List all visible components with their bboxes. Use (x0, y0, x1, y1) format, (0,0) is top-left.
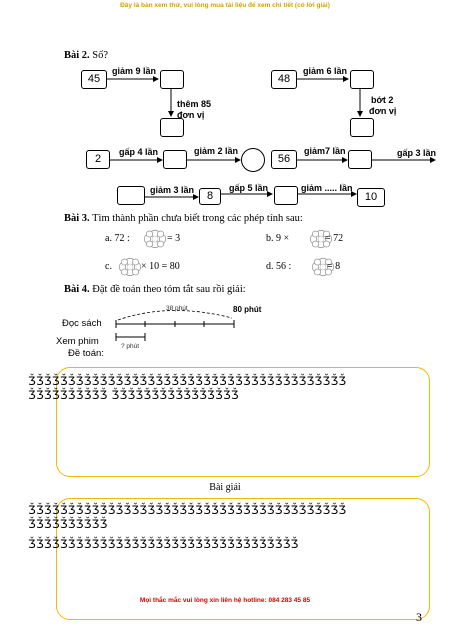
bai4-prompt: Đặt đề toán theo tóm tắt sau rồi giải: (92, 284, 246, 295)
box-8: 8 (199, 188, 221, 205)
header-note: Đây là bản xem thử, vui lòng mua tài liệ… (120, 2, 330, 9)
label-giam-9-lan: giảm 9 lần (112, 66, 157, 76)
label-gap-3-lan: gấp 3 lần (397, 148, 437, 158)
bai3-d-rest: = 8 (327, 261, 341, 272)
label-them-85-l1: thêm 85 (177, 99, 212, 109)
q-phut-label: ? phút (121, 343, 140, 350)
flower-blank-icon[interactable] (118, 257, 142, 277)
bai3-a-rest: = 3 (167, 233, 181, 244)
bai3-heading: Bài 3. Tìm thành phần chưa biết trong cá… (64, 213, 303, 224)
label-giam-2-lan: giảm 2 lần (194, 146, 239, 156)
answer-box[interactable] (160, 118, 184, 137)
xem-phim-label: Xem phim (56, 336, 99, 347)
box-48: 48 (271, 70, 297, 89)
answer-box[interactable] (163, 150, 187, 169)
answer-box[interactable] (348, 150, 372, 169)
box-45: 45 (81, 70, 107, 89)
answer-frame-de-toan[interactable] (56, 367, 430, 477)
answer-box[interactable] (350, 118, 374, 137)
flower-blank-icon[interactable] (143, 229, 167, 249)
bai3-d-label: d. 56 : (266, 261, 292, 272)
answer-box[interactable] (160, 70, 184, 89)
bai3-title: Bài 3. (64, 213, 90, 224)
bai4-summary-diagram (115, 310, 235, 341)
bai2-heading: Bài 2. Số? (64, 50, 108, 61)
answer-circle[interactable] (241, 148, 265, 172)
bai2-prompt: Số? (92, 50, 109, 61)
box-2: 2 (86, 150, 110, 169)
label-giam-3-lan: giảm 3 lần (150, 185, 195, 195)
bai4-heading: Bài 4. Đặt đề toán theo tóm tắt sau rồi … (64, 284, 246, 295)
placeholder-line: ǮǮǮǮǮǮǮǮǮǮǮǮǮǮǮǮǮǮǮǮǮǮǮǮǮǮǮǮǮǮǮǮǮǮ (28, 537, 299, 551)
box-56: 56 (271, 150, 297, 169)
placeholder-line: ǮǮǮǮǮǮǮǮǮǮǮǮǮǮǮǮǮǮǮǮǮǮǮǮǮǮǮǮǮǮǮǮǮǮǮǮǮǮǮǮ (28, 374, 347, 388)
answer-frame-bai-giai[interactable] (56, 498, 430, 620)
bai3-b-label: b. 9 × (266, 233, 290, 244)
label-gap-5-lan: gấp 5 lần (229, 183, 269, 193)
label-them-85-l2: đơn vị (177, 110, 205, 120)
bai3-a-label: a. 72 : (105, 233, 130, 244)
label-gap-4-lan: gấp 4 lần (119, 147, 159, 157)
de-toan-label: Đề toán: (68, 348, 104, 359)
page-number: 3 (416, 610, 422, 624)
placeholder-line: ǮǮǮǮǮǮǮǮǮǮ ǮǮǮǮǮǮǮǮǮǮǮǮǮǮǮǮ (28, 388, 239, 402)
bai4-title: Bài 4. (64, 284, 90, 295)
total-label-80: 80 phút (233, 305, 262, 314)
bai3-prompt: Tìm thành phần chưa biết trong các phép … (92, 213, 303, 224)
answer-box[interactable] (350, 70, 374, 89)
label-bot-2-l2: đơn vị (369, 106, 397, 116)
bai2-title: Bài 2. (64, 50, 90, 61)
placeholder-line: ǮǮǮǮǮǮǮǮǮǮǮǮǮǮǮǮǮǮǮǮǮǮǮǮǮǮǮǮǮǮǮǮǮǮǮǮǮǮǮǮ (28, 503, 347, 517)
placeholder-line: ǮǮǮǮǮǮǮǮǮǮ (28, 517, 108, 531)
bai3-c-label: c. (105, 261, 112, 272)
bai3-c-rest: × 10 = 80 (141, 261, 180, 272)
box-10: 10 (357, 188, 385, 207)
bai2-diagram-lines (107, 76, 436, 200)
answer-box[interactable] (117, 186, 145, 205)
label-bot-2-l1: bớt 2 (371, 95, 394, 105)
doc-sach-label: Đọc sách (62, 318, 102, 329)
label-giam-lan: giảm ..... lần (301, 183, 353, 193)
footer-note: Mọi thắc mắc vui lòng xin liên hệ hotlin… (139, 597, 311, 604)
label-giam-6-lan: giảm 6 lần (303, 66, 348, 76)
answer-box[interactable] (274, 186, 298, 205)
arc-label-38: 38 phút (166, 305, 188, 312)
bai-giai-title: Bài giải (209, 482, 241, 493)
label-giam7-lan: giảm7 lần (304, 146, 346, 156)
bai3-b-rest: = 72 (325, 233, 344, 244)
